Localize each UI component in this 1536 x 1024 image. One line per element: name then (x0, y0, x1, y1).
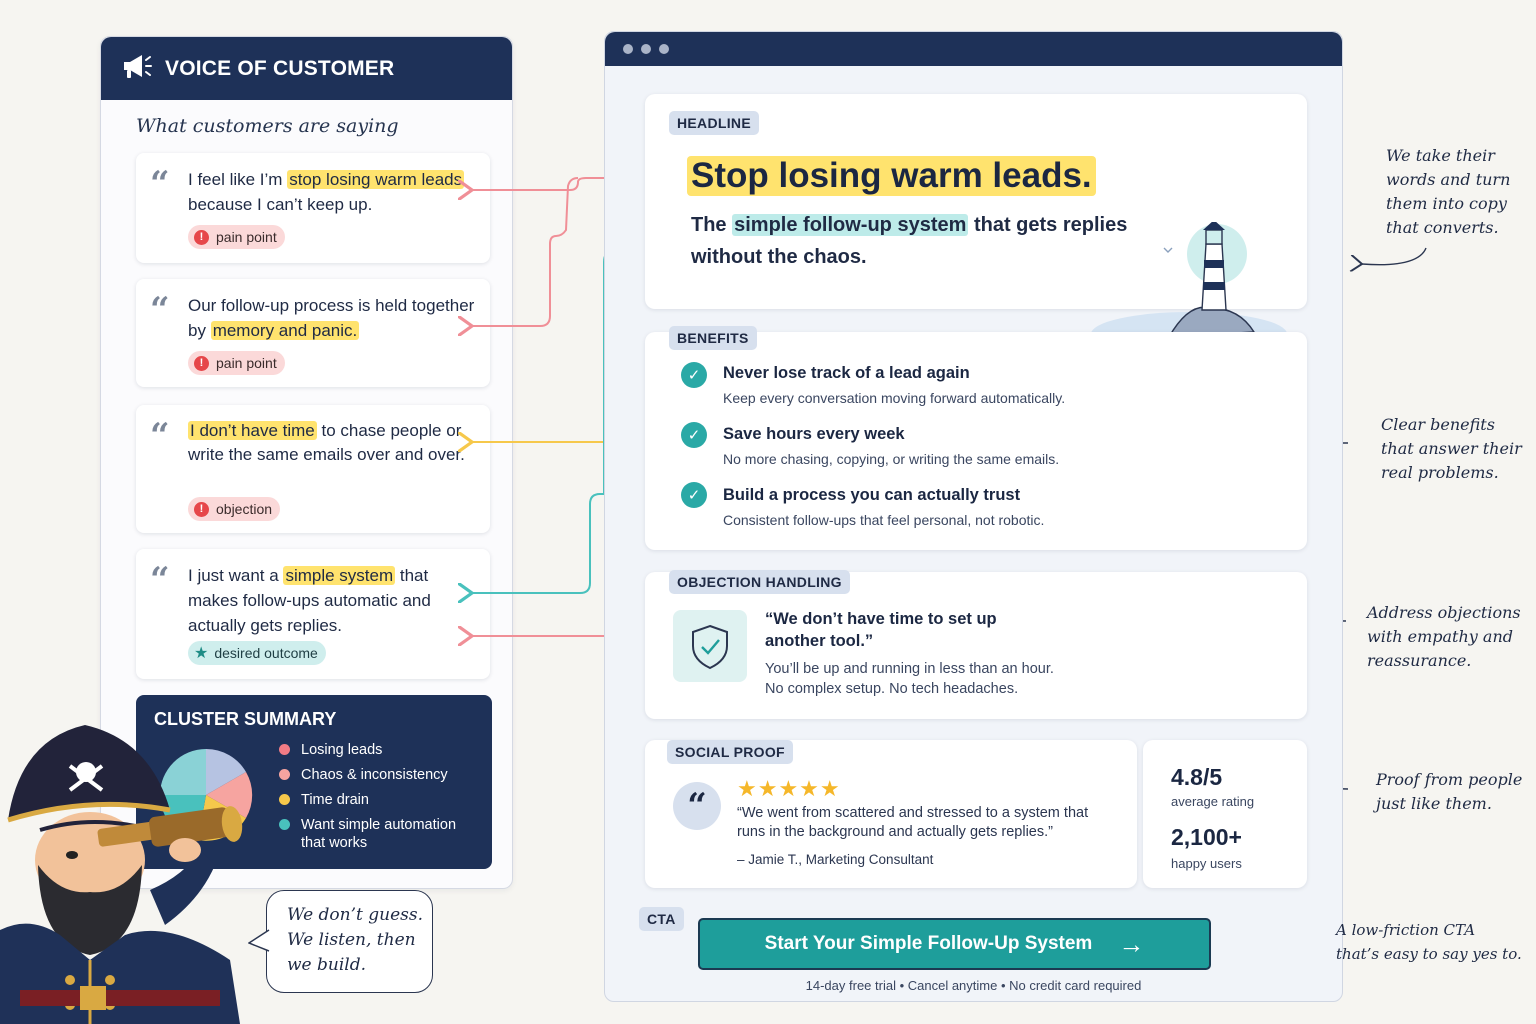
cta-button[interactable]: Start Your Simple Follow-Up System → (698, 918, 1211, 970)
social-proof-label: SOCIAL PROOF (667, 740, 793, 764)
alert-icon: ! (194, 355, 209, 371)
headline-label: HEADLINE (669, 111, 759, 135)
quote-card-1: “ I feel like I’m stop losing warm leads… (136, 153, 490, 263)
voc-panel: VOICE OF CUSTOMER What customers are say… (100, 36, 513, 889)
legend-item: Chaos & inconsistency (279, 766, 484, 784)
window-dot-icon (659, 44, 669, 54)
pie-slice-losing (206, 748, 246, 795)
social-proof-section: SOCIAL PROOF “ ★★★★★ “We went from scatt… (645, 740, 1137, 888)
quote-icon: “ (150, 290, 170, 330)
megaphone-icon (121, 52, 153, 85)
pie-slice-chaos (206, 772, 253, 818)
quote-text: Our follow-up process is held together b… (188, 296, 475, 340)
pirate-speech-bubble: We don’t guess. We listen, then we build… (248, 890, 433, 993)
check-icon: ✓ (681, 362, 707, 388)
quote-icon: “ (150, 560, 170, 600)
users-value: 2,100+ (1171, 824, 1242, 850)
tag-pain-point: !pain point (188, 225, 285, 249)
pirate-illustration (0, 725, 243, 1024)
rating-label: average rating (1171, 794, 1255, 809)
window-dot-icon (641, 44, 651, 54)
tag-pain-point: !pain point (188, 351, 285, 375)
objection-label: OBJECTION HANDLING (669, 570, 850, 594)
landing-page-browser: HEADLINE Stop losing warm leads. The sim… (604, 31, 1343, 1002)
quote-card-3: “ I don’t have time to chase people or w… (136, 405, 490, 533)
voc-subtitle: What customers are saying (136, 115, 399, 137)
benefits-section: BENEFITS ✓ Never lose track of a lead ag… (645, 326, 1307, 550)
star-icon: ★ (194, 645, 209, 662)
alert-icon: ! (194, 501, 209, 517)
legend-item: Time drain (279, 791, 484, 809)
quote-icon: “ (673, 782, 721, 830)
rating-stars: ★★★★★ (737, 776, 841, 801)
quote-card-4: “ I just want a simple system that makes… (136, 549, 490, 679)
users-label: happy users (1171, 856, 1242, 871)
objection-answer: You’ll be up and running in less than an… (765, 661, 1054, 697)
bubble-text: We don’t guess. We listen, then we build… (287, 905, 423, 975)
arrow-right-icon: → (1118, 928, 1145, 959)
quote-card-2: “ Our follow-up process is held together… (136, 279, 490, 387)
quote-icon: “ (150, 164, 170, 204)
objection-section: OBJECTION HANDLING “We don’t have time t… (645, 570, 1307, 719)
voc-title: VOICE OF CUSTOMER (165, 56, 395, 80)
tag-objection: !objection (188, 497, 281, 521)
check-icon: ✓ (681, 422, 707, 448)
cluster-legend: Losing leads Chaos & inconsistency Time … (279, 741, 484, 859)
objection-quote: “We don’t have time to set up another to… (765, 610, 997, 650)
window-dot-icon (623, 44, 633, 54)
voc-header: VOICE OF CUSTOMER (101, 37, 512, 100)
legend-item: Want simple automation that works (279, 816, 484, 852)
stats-card: 4.8/5 average rating 2,100+ happy users (1143, 740, 1307, 888)
benefits-label: BENEFITS (669, 326, 757, 350)
quote-text: I just want a simple system that makes f… (188, 566, 431, 635)
subheadline: The simple follow-up system that gets re… (691, 214, 1128, 268)
rating-value: 4.8/5 (1171, 764, 1223, 790)
testimonial-author: – Jamie T., Marketing Consultant (737, 852, 934, 867)
tag-desired-outcome: ★desired outcome (188, 641, 326, 665)
check-icon: ✓ (681, 482, 707, 508)
cta-label: CTA (639, 907, 684, 931)
quote-text: I don’t have time to chase people or wri… (188, 421, 465, 464)
cluster-title: CLUSTER SUMMARY (154, 709, 337, 729)
quote-text: I feel like I’m stop losing warm leads b… (188, 170, 465, 214)
shield-icon (673, 610, 747, 682)
cta-subtext: 14-day free trial • Cancel anytime • No … (805, 978, 1142, 993)
legend-item: Losing leads (279, 741, 484, 759)
alert-icon: ! (194, 229, 209, 245)
quote-icon: “ (150, 416, 170, 456)
headline: Stop losing warm leads. (687, 156, 1096, 196)
browser-title-bar (605, 32, 1342, 66)
testimonial-text: “We went from scattered and stressed to … (737, 805, 1089, 840)
pie-slice-other (160, 749, 206, 795)
